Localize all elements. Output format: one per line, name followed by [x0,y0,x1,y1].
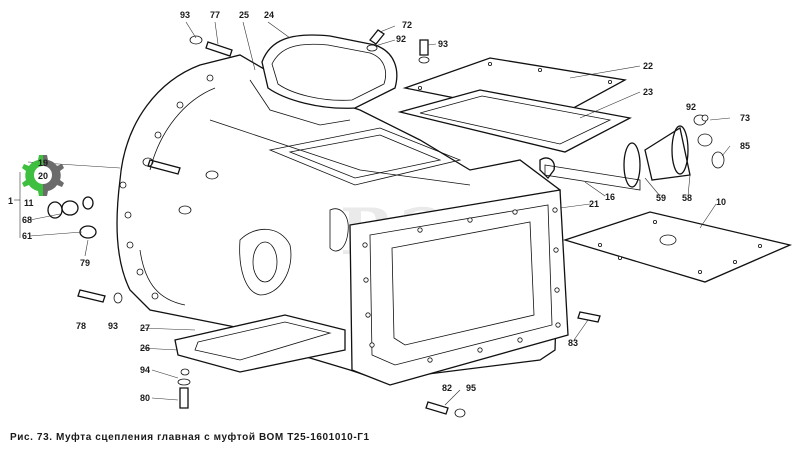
callout-1: 1 [8,196,13,206]
callout-24: 24 [264,10,274,20]
callout-83: 83 [568,338,578,348]
figure-caption: Рис. 73. Муфта сцепления главная с муфто… [10,432,370,443]
bottom-gasket [174,314,346,373]
callout-19: 19 [38,158,48,168]
gear-icon [22,155,64,196]
callout-59: 59 [656,193,666,203]
callout-23: 23 [643,87,653,97]
callout-27: 27 [140,323,150,333]
leader-lines [14,21,731,406]
callout-11: 11 [24,198,34,208]
callout-10: 10 [716,197,726,207]
callout-77: 77 [210,10,220,20]
callout-95: 95 [466,383,476,393]
callout-82: 82 [442,383,452,393]
callout-78: 78 [76,321,86,331]
callout-22: 22 [643,61,653,71]
callout-85: 85 [740,141,750,151]
callout-94: 94 [140,365,150,375]
callout-25: 25 [239,10,249,20]
callout-80: 80 [140,393,150,403]
callout-21: 21 [589,199,599,209]
callout-92-right: 92 [686,102,696,112]
callout-79: 79 [80,258,90,268]
callout-72: 72 [402,20,412,30]
top-opening [268,127,462,186]
top-cover [249,34,398,126]
callout-58: 58 [682,193,692,203]
badge-label: 20 [38,171,48,181]
callout-labels: 93 77 25 24 72 92 93 22 23 92 73 85 19 1… [8,10,750,403]
callout-61: 61 [22,231,32,241]
fasteners [47,29,709,418]
callout-26: 26 [140,343,150,353]
plate-10 [562,211,793,283]
plate-23 [397,89,632,153]
callout-93-top: 93 [438,39,448,49]
callout-73: 73 [740,113,750,123]
callout-93-left: 93 [108,321,118,331]
side-flange [349,189,569,386]
callout-93: 93 [180,10,190,20]
callout-16: 16 [605,192,615,202]
callout-92: 92 [396,34,406,44]
callout-68: 68 [22,215,32,225]
